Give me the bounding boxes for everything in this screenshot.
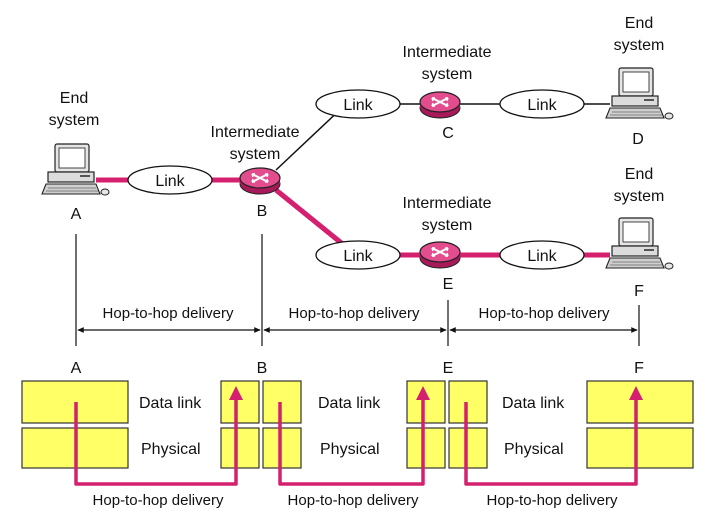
link-pill-bc: Link (315, 89, 401, 119)
stack-e-datalink-in (406, 380, 446, 424)
computer-f-icon (605, 217, 674, 270)
hop-label-bottom-2: Hop-to-hop delivery (288, 492, 419, 509)
link-pill-be: Link (315, 240, 401, 270)
link-label: Link (527, 248, 557, 265)
link-pill-ef: Link (499, 240, 585, 270)
node-f-label: End system F (614, 166, 665, 300)
node-b-title: Intermediate (211, 124, 300, 141)
node-d-title: End (625, 15, 653, 32)
node-c-letter: C (442, 125, 454, 142)
stack-f-physical (586, 427, 694, 469)
node-a-title2: system (49, 112, 100, 129)
layer-label-datalink-1: Data link (139, 395, 202, 412)
stack-b-physical-out (262, 427, 302, 469)
router-c-icon (419, 91, 461, 119)
node-e-letter: E (443, 276, 454, 293)
router-b-icon (239, 167, 281, 195)
node-e-title: Intermediate (403, 195, 492, 212)
node-b-title2: system (230, 146, 281, 163)
layer-label-physical-3: Physical (504, 441, 564, 458)
hop-label-top-3: Hop-to-hop delivery (479, 305, 610, 322)
computer-d-icon (605, 67, 674, 120)
layer-label-physical-2: Physical (320, 441, 380, 458)
link-label: Link (155, 173, 185, 190)
node-c-title: Intermediate (403, 44, 492, 61)
node-f-title2: system (614, 188, 665, 205)
hop-label-top-1: Hop-to-hop delivery (103, 305, 234, 322)
stack-letter-f: F (634, 360, 644, 377)
node-b-label: Intermediate system B (211, 124, 300, 220)
layer-letters: A B E F (71, 360, 644, 377)
guide-lines (75, 234, 640, 346)
link-label: Link (343, 97, 373, 114)
node-c-title2: system (422, 66, 473, 83)
delivery-paths (74, 386, 643, 486)
stack-letter-e: E (443, 360, 454, 377)
stack-letter-a: A (71, 360, 82, 377)
delivery-path-ef (464, 386, 643, 486)
hop-label-bottom-1: Hop-to-hop delivery (93, 492, 224, 509)
computer-a-icon (41, 143, 110, 196)
node-e-label: Intermediate system E (403, 195, 492, 293)
layer-label-datalink-3: Data link (502, 395, 565, 412)
stack-e-datalink-out (448, 380, 488, 424)
stack-b-datalink-out (262, 380, 302, 424)
node-c-label: Intermediate system C (403, 44, 492, 142)
link-pill-cd: Link (499, 89, 585, 119)
hop-label-bg (84, 300, 254, 324)
link-pill-ab: Link (127, 165, 213, 195)
router-e-icon (419, 241, 461, 269)
link-label: Link (527, 97, 557, 114)
node-a-label: End system A (49, 90, 100, 223)
connection-b-e (274, 188, 352, 252)
node-d-label: End system D (614, 15, 665, 148)
delivery-path-ab (74, 386, 243, 486)
node-f-title: End (625, 166, 653, 183)
delivery-path-be (278, 386, 430, 486)
node-d-letter: D (632, 131, 644, 148)
link-label: Link (343, 248, 373, 265)
node-e-title2: system (422, 217, 473, 234)
node-f-letter: F (634, 283, 644, 300)
hop-label-top-2: Hop-to-hop delivery (289, 305, 420, 322)
node-a-letter: A (71, 206, 82, 223)
stack-b-datalink-in (220, 380, 260, 424)
layer-label-datalink-2: Data link (318, 395, 381, 412)
node-a-title: End (60, 90, 88, 107)
node-d-title2: system (614, 37, 665, 54)
stack-e-physical-out (448, 427, 488, 469)
node-b-letter: B (257, 203, 268, 220)
stack-e-physical-in (406, 427, 446, 469)
stack-letter-b: B (257, 360, 268, 377)
hop-label-bottom-3: Hop-to-hop delivery (487, 492, 618, 509)
layer-label-physical-1: Physical (141, 441, 201, 458)
stack-f-datalink (586, 380, 694, 424)
stack-b-physical-in (220, 427, 260, 469)
